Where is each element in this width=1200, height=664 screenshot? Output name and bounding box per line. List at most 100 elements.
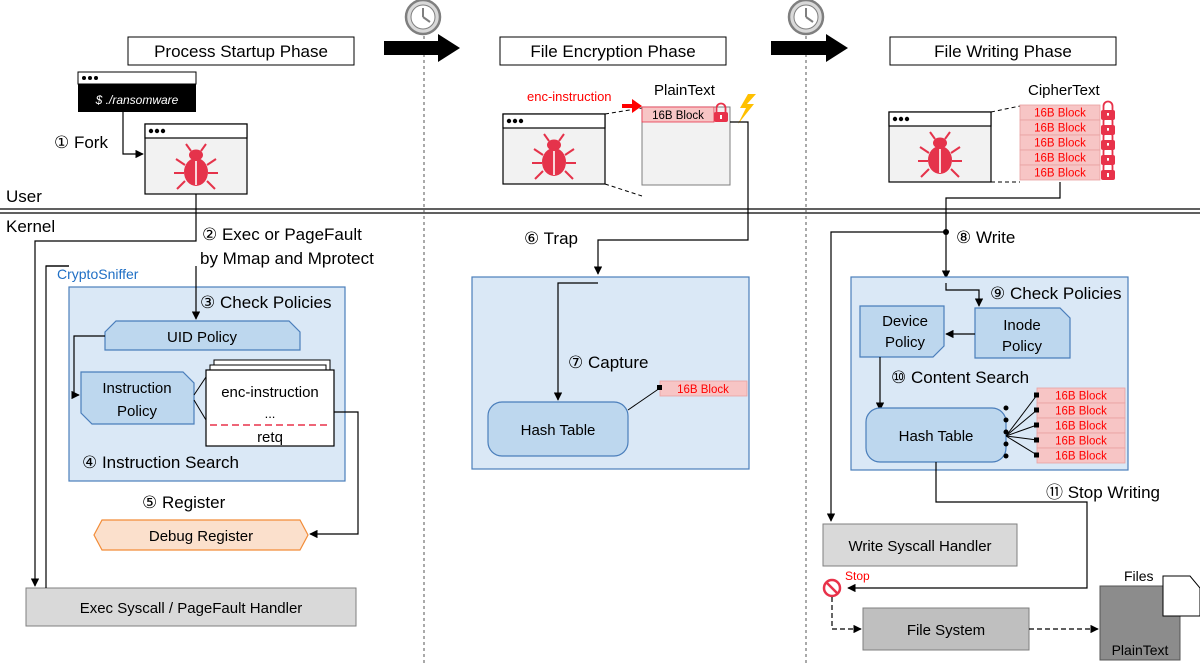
stop-writing-label: ⑪ Stop Writing: [1046, 483, 1160, 502]
terminal-command: $ ./ransomware: [95, 93, 179, 107]
exec-label-line2: by Mmap and Mprotect: [200, 249, 374, 268]
exec-label-line1: ② Exec or PageFault: [202, 225, 362, 244]
handler-return-line: [45, 265, 69, 588]
check-policies-label: ③ Check Policies: [200, 293, 331, 312]
encryption-phase-title: File Encryption Phase: [530, 42, 695, 61]
phase-arrow-2: [771, 34, 848, 62]
write-hash-table: Hash Table: [865, 407, 1007, 463]
startup-phase-title: Process Startup Phase: [154, 42, 328, 61]
instr-ellipsis: ...: [265, 406, 276, 421]
block-link-dot: [657, 385, 662, 390]
debug-register-label: Debug Register: [149, 528, 253, 545]
capture-arrow: [553, 282, 598, 401]
check-policies-2-label: ⑨ Check Policies: [990, 284, 1121, 303]
hash-block-link: [1005, 409, 1038, 437]
device-policy-box: Device Policy: [859, 305, 945, 358]
exec-handler-box: Exec Syscall / PageFault Handler: [25, 587, 357, 627]
exec-handler-label: Exec Syscall / PageFault Handler: [80, 600, 303, 617]
uid-to-instruction-arrow: [71, 335, 105, 400]
hash-block-label: 16B Block: [1055, 391, 1107, 403]
hash-block-link: [1005, 435, 1038, 441]
to-filesystem-arrow: [831, 597, 862, 634]
ciphertext-block-label: 16B Block: [1034, 108, 1086, 120]
ciphertext-block-label: 16B Block: [1034, 138, 1086, 150]
plaintext-memory-page: 16B Block: [641, 94, 756, 186]
zoom-line: [604, 183, 643, 197]
hash-block-link: [1005, 424, 1038, 437]
hash-block-link: [1005, 394, 1038, 437]
ciphertext-block-label: 16B Block: [1034, 123, 1086, 135]
phase-arrow-1: [384, 34, 460, 62]
instruction-policy-label-1: Instruction: [102, 380, 171, 397]
plaintext-block: 16B Block: [652, 110, 704, 122]
stop-writing-arrow: [847, 462, 1088, 593]
ciphertext-block-label: 16B Block: [1034, 168, 1086, 180]
write-label: ⑧ Write: [956, 228, 1015, 247]
enc-instruction-pointer-label: enc-instruction: [527, 89, 612, 104]
clock-icon: [787, 0, 825, 36]
register-label: ⑤ Register: [142, 493, 226, 512]
hash-slot-dot: [1003, 453, 1009, 459]
capture-hash-table: Hash Table: [487, 401, 629, 457]
lock-icon: [713, 102, 729, 123]
capture-hash-table-label: Hash Table: [521, 422, 596, 439]
user-layer-label: User: [6, 187, 42, 206]
captured-block-label: 16B Block: [677, 384, 729, 396]
instruction-list: enc-instruction ... retq: [205, 359, 335, 447]
instr-retq: retq: [257, 429, 283, 446]
device-policy-label-2: Policy: [885, 334, 926, 351]
exec-arrow: [30, 194, 197, 587]
hash-block-link-dot: [1034, 452, 1039, 458]
terminal-window: $ ./ransomware: [77, 71, 197, 112]
hash-block-label: 16B Block: [1055, 436, 1107, 448]
zoom-line: [990, 105, 1021, 113]
write-hash-table-label: Hash Table: [899, 428, 974, 445]
content-search-label: ⑩ Content Search: [891, 368, 1029, 387]
startup-phase-box: [127, 36, 355, 66]
enc-instruction-pointer-arrow: [622, 99, 642, 113]
hash-block-link-dot: [1034, 422, 1039, 428]
stop-label: Stop: [845, 569, 870, 583]
block-link: [627, 387, 661, 411]
inode-policy-label-2: Policy: [1002, 338, 1043, 355]
capture-label: ⑦ Capture: [568, 353, 648, 372]
check-inode-arrow: [945, 283, 984, 307]
uid-policy-box: UID Policy: [104, 320, 301, 351]
inode-policy-box: Inode Policy: [974, 307, 1071, 359]
lightning-icon: [738, 94, 756, 124]
uid-policy-label: UID Policy: [167, 329, 238, 346]
register-arrow: [309, 411, 359, 539]
plaintext-file-label: PlainText: [1112, 642, 1169, 658]
device-policy-label-1: Device: [882, 313, 928, 330]
hash-block-label: 16B Block: [1055, 406, 1107, 418]
file-system-label: File System: [907, 622, 985, 639]
writing-phase-box: [889, 36, 1117, 66]
instruction-search-label: ④ Instruction Search: [82, 453, 239, 472]
write-handler-box: Write Syscall Handler: [822, 523, 1018, 567]
trap-arrow: [593, 121, 749, 275]
plaintext-label: PlainText: [654, 82, 716, 99]
hash-slot-dot: [1003, 405, 1009, 411]
hash-block-link-dot: [1034, 407, 1039, 413]
hash-block-link-dot: [1034, 392, 1039, 398]
hash-block-label: 16B Block: [1055, 421, 1107, 433]
instruction-policy-label-2: Policy: [117, 403, 158, 420]
instr-enc-instruction: enc-instruction: [221, 384, 319, 401]
policy-to-instr-list-connector: [193, 399, 207, 421]
ciphertext-block: [1019, 164, 1101, 181]
stop-icon: [822, 578, 842, 598]
writing-phase-title: File Writing Phase: [934, 42, 1072, 61]
hash-slot-dot: [1003, 441, 1009, 447]
write-path: [941, 182, 1061, 279]
hash-block-label: 16B Block: [1055, 451, 1107, 463]
fork-arrow: [122, 112, 144, 159]
file-system-box: File System: [862, 607, 1030, 651]
trap-label: ⑥ Trap: [524, 229, 578, 248]
clock-icon: [404, 0, 442, 36]
cryptosniffer-label: CryptoSniffer: [57, 266, 139, 282]
hash-block-link-dot: [1034, 437, 1039, 443]
writing-process-window: [888, 111, 992, 183]
encryption-phase-box: [499, 36, 727, 66]
